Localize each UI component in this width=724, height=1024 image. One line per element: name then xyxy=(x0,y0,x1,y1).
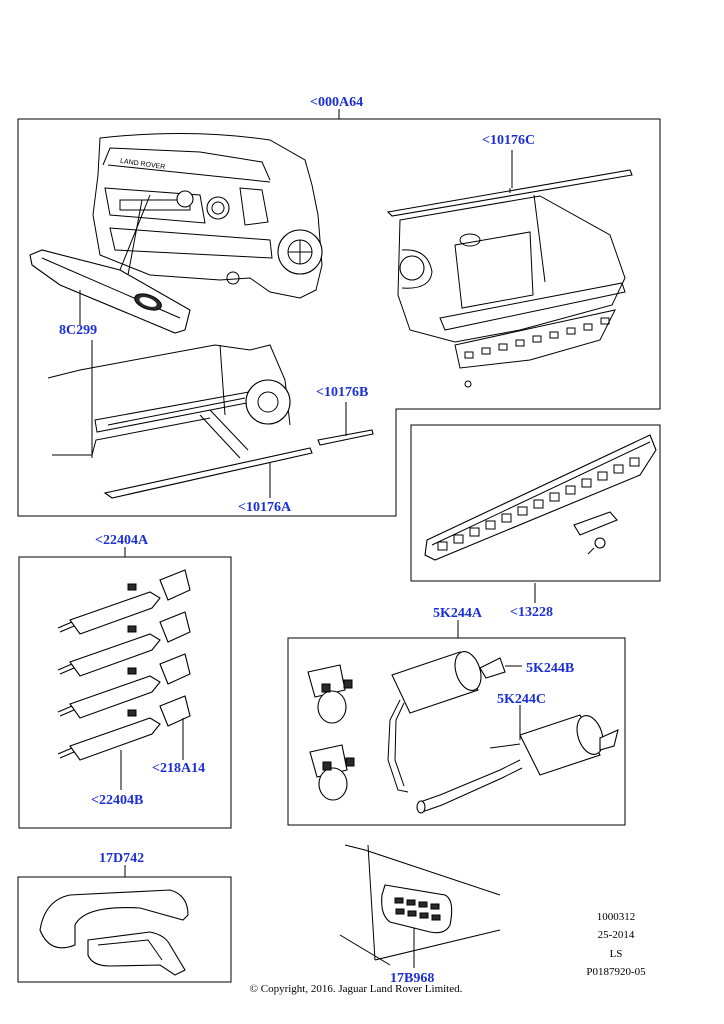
part-17D742-mirror-caps xyxy=(39,889,189,976)
kit-box-outline xyxy=(17,118,661,517)
exhaust-muffler-1 xyxy=(387,651,506,793)
label-218A14: <218A14 xyxy=(152,761,205,776)
drawing-code-2: 25-2014 xyxy=(598,929,635,941)
door-handle-3 xyxy=(57,653,191,719)
label-10176A: <10176A xyxy=(238,500,292,515)
vehicle-rear-illustration xyxy=(386,169,633,388)
label-10176B: <10176B xyxy=(316,385,368,400)
label-8C299: 8C299 xyxy=(59,323,97,338)
label-5K244B: 5K244B xyxy=(526,661,574,676)
label-000A64: <000A64 xyxy=(310,95,363,110)
label-10176C: <10176C xyxy=(482,133,535,148)
rear-bumper-slots xyxy=(464,317,610,359)
part-8C299-front-trim xyxy=(29,249,191,334)
label-17D742: 17D742 xyxy=(99,851,144,866)
door-handle-1 xyxy=(57,569,191,635)
rear-step-box xyxy=(410,424,661,582)
part-17B968-vent-illustration xyxy=(339,844,501,966)
drawing-code-3: LS xyxy=(610,948,623,960)
label-5K244C: 5K244C xyxy=(497,692,546,707)
door-handle-2 xyxy=(57,611,191,677)
drawing-code-1: 1000312 xyxy=(597,911,636,923)
part-10176B-strip xyxy=(317,429,374,446)
label-22404B: <22404B xyxy=(91,793,143,808)
exhaust-muffler-2 xyxy=(416,714,619,814)
label-17B968: 17B968 xyxy=(390,971,434,986)
drawing-reference-block: 1000312 25-2014 LS P0187920-05 xyxy=(586,911,646,978)
exhaust-clamp-2 xyxy=(309,744,355,801)
part-13228-rear-step xyxy=(424,434,657,561)
drawing-code-4: P0187920-05 xyxy=(586,966,646,978)
vehicle-side-illustration xyxy=(47,344,291,459)
exhaust-clamp-1 xyxy=(307,664,353,724)
exhaust-parts xyxy=(307,651,619,814)
part-10176A-strip xyxy=(103,447,313,499)
door-handle-set xyxy=(57,569,191,761)
copyright-notice: © Copyright, 2016. Jaguar Land Rover Lim… xyxy=(250,983,463,995)
exhaust-box xyxy=(287,637,626,826)
vehicle-front-illustration: LAND ROVER xyxy=(92,132,323,299)
label-13228: <13228 xyxy=(510,605,553,620)
label-5K244A: 5K244A xyxy=(433,606,483,621)
label-22404A: <22404A xyxy=(95,533,149,548)
